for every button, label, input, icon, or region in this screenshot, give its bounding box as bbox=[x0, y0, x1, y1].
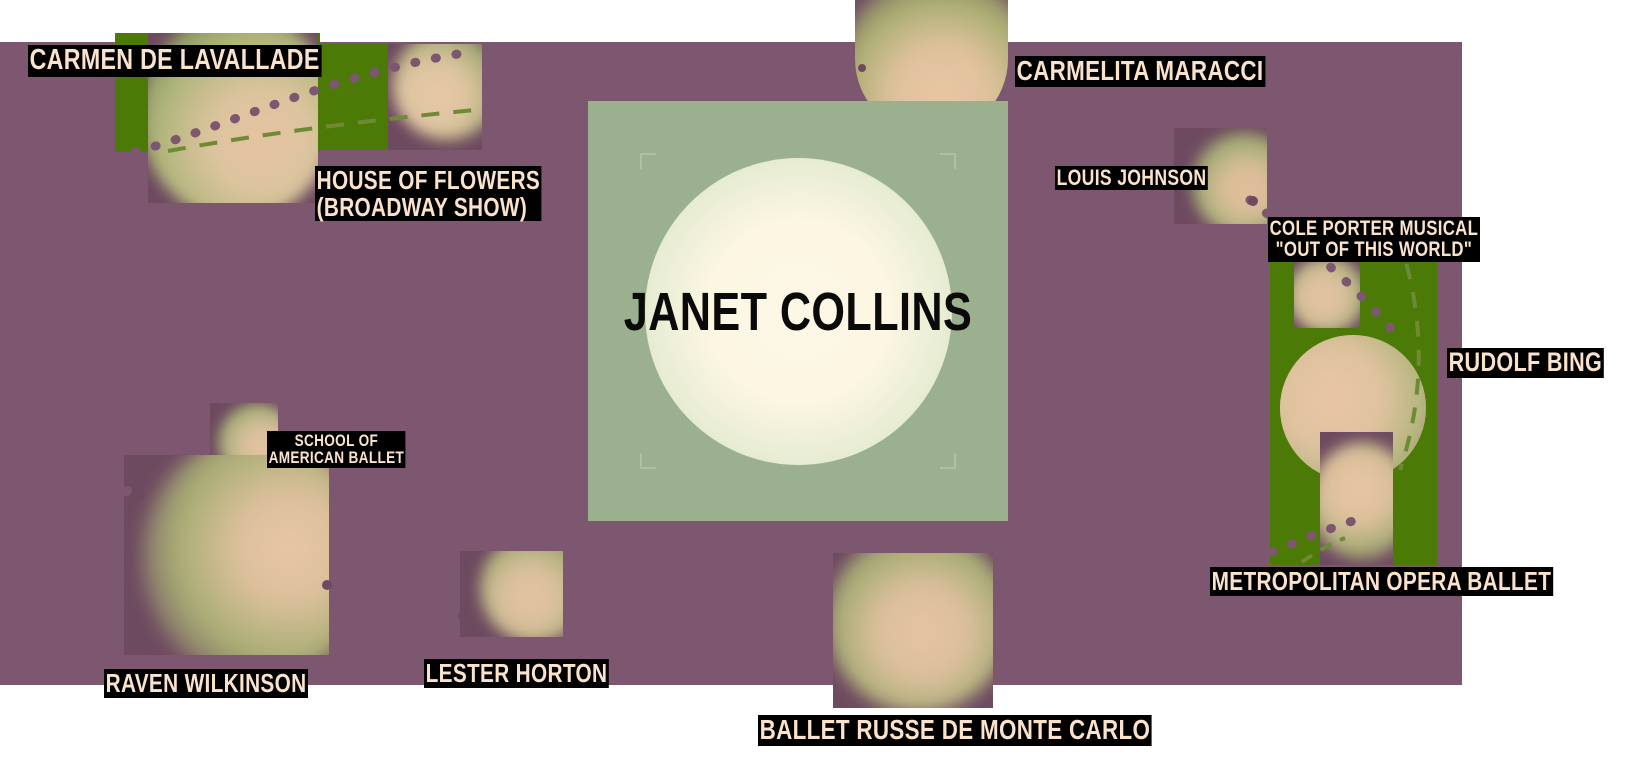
label-raven-wilkinson[interactable]: RAVEN WILKINSON bbox=[104, 668, 309, 698]
label-rudolf-bing[interactable]: RUDOLF BING bbox=[1447, 347, 1604, 378]
janet-collins-halo bbox=[645, 158, 952, 465]
label-lester-horton[interactable]: LESTER HORTON bbox=[424, 658, 609, 688]
label-cole-porter-musical[interactable]: COLE PORTER MUSICAL "OUT OF THIS WORLD" bbox=[1268, 217, 1480, 262]
label-school-of-american-ballet[interactable]: SCHOOL OF AMERICAN BALLET bbox=[267, 431, 406, 468]
label-louis-johnson[interactable]: LOUIS JOHNSON bbox=[1055, 165, 1209, 191]
label-ballet-russe-de-monte-carlo[interactable]: BALLET RUSSE DE MONTE CARLO bbox=[758, 714, 1152, 746]
house-of-flowers-photo bbox=[388, 44, 482, 150]
corner-mark-topleft bbox=[640, 153, 656, 169]
metropolitan-opera-ballet-photo-lower bbox=[1320, 432, 1393, 565]
cole-porter-musical-photo bbox=[1294, 262, 1360, 328]
raven-wilkinson-photo bbox=[124, 455, 329, 655]
lester-horton-photo bbox=[460, 551, 563, 637]
page-title: JANET COLLINS bbox=[623, 282, 973, 342]
label-carmen-de-lavallade[interactable]: CARMEN DE LAVALLADE bbox=[28, 44, 322, 77]
ballet-russe-de-monte-carlo-photo bbox=[833, 553, 993, 708]
corner-mark-bottomleft bbox=[640, 453, 656, 469]
corner-mark-topright bbox=[940, 153, 956, 169]
label-house-of-flowers[interactable]: HOUSE OF FLOWERS (BROADWAY SHOW) bbox=[315, 165, 542, 222]
corner-mark-bottomright bbox=[940, 453, 956, 469]
label-metropolitan-opera-ballet[interactable]: METROPOLITAN OPERA BALLET bbox=[1210, 566, 1553, 596]
label-carmelita-maracci[interactable]: CARMELITA MARACCI bbox=[1015, 55, 1266, 87]
